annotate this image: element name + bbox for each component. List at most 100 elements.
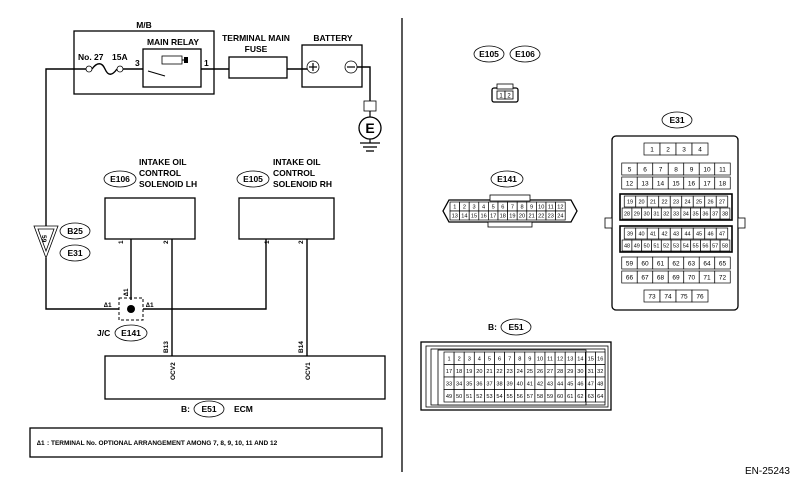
e51-pin: 6 [498,356,501,362]
note-star: ∆1 [37,440,45,447]
e31-pin: 67 [641,274,649,281]
e31-pin: 5 [628,166,632,173]
e31-pin: 65 [719,260,727,267]
e141-pin: 2 [463,205,466,211]
e105-pin-1: 1 [499,94,503,100]
jc-star-right: ∆1 [146,302,154,309]
e141-pin: 12 [557,205,563,211]
e31-pin: 59 [626,260,634,267]
e31-pin: 37 [712,211,718,217]
ecm-signal-ocv2: OCV2 [170,362,177,380]
e51-pin: 21 [486,369,492,375]
e51-pin: 30 [577,369,583,375]
e31-pin: 69 [672,274,680,281]
e31-pin: 3 [682,146,686,153]
e31-pin-cell [714,256,731,270]
ground-label: E [365,120,374,136]
e31-pin: 32 [663,211,669,217]
e31-pin: 2 [666,146,670,153]
e51-pin: 26 [537,369,543,375]
e105-tag [473,45,505,63]
e141-pin: 14 [461,214,467,220]
solenoid-rh-title-1: INTAKE OIL [273,157,321,167]
e31-pin: 50 [644,243,650,249]
ground-connector [363,100,377,112]
e141-pin: 5 [492,205,495,211]
e31-pin: 74 [664,293,672,300]
e31-pin: 48 [624,243,630,249]
e51-pin: 4 [478,356,481,362]
e51-pin: 18 [456,369,462,375]
main-relay-box [142,48,202,88]
harness-tag-e31-text: E31 [67,248,82,258]
e31-pin: 44 [684,231,690,237]
e31-pin: 30 [644,211,650,217]
e31-pin: 52 [663,243,669,249]
e31-tag-text: E31 [669,115,684,125]
e141-pin: 17 [490,214,496,220]
e51-pin: 25 [527,369,533,375]
e31-pin: 64 [703,260,711,267]
ecm-label: ECM [234,404,253,414]
e31-pin: 56 [702,243,708,249]
e31-pin: 66 [626,274,634,281]
e141-pin: 7 [511,205,514,211]
e51-pin: 5 [488,356,491,362]
ecm-tag [193,400,225,418]
e51-pin: 9 [528,356,531,362]
e51-pin: 45 [567,381,573,387]
e31-pin: 54 [683,243,689,249]
jc-star-left: ∆1 [104,302,112,309]
e31-pin: 6 [643,166,647,173]
e31-pin: 7 [659,166,663,173]
e51-pin: 42 [537,381,543,387]
e51-pin-cell [574,389,586,403]
e51-pin: 63 [588,394,594,400]
solenoid-rh-pin-1: 1 [264,240,271,244]
e51-pin: 7 [508,356,511,362]
note-box [29,427,383,458]
e31-connector-body [604,135,746,311]
e141-pin: 19 [509,214,515,220]
e31-pin: 19 [627,199,633,205]
e141-pin: 9 [530,205,533,211]
solenoid-rh-title-3: SOLENOID RH [273,179,332,189]
e31-pin: 63 [688,260,696,267]
ecm-pin-b13: B13 [163,341,170,353]
e51-pin: 15 [588,356,594,362]
e51-pin: 60 [557,394,563,400]
e31-pin: 68 [657,274,665,281]
e31-pin: 43 [673,231,679,237]
e51-pin: 17 [446,369,452,375]
e31-pin: 36 [702,211,708,217]
e51-pin: 48 [597,381,603,387]
e105-pin-2: 2 [507,94,511,100]
e31-pin: 25 [696,199,702,205]
e31-pin: 49 [634,243,640,249]
mb-label: M/B [136,20,152,30]
e141-pin: 11 [548,205,554,211]
e51-pin: 39 [507,381,513,387]
e31-pin: 39 [627,231,633,237]
relay-switch-icon [147,55,188,77]
e51-pin: 41 [527,381,533,387]
solenoid-lh-pin-2: 2 [163,240,170,244]
terminal-main-fuse-box [228,56,288,79]
e31-pin: 21 [650,199,656,205]
e141-pin: 4 [482,205,485,211]
e51-pin: 53 [486,394,492,400]
e51-pin: 13 [567,356,573,362]
e105-tag-text: E105 [479,49,499,59]
harness-tag-e31 [59,244,91,262]
e51-pin: 24 [517,369,523,375]
e31-pin: 41 [650,231,656,237]
e106-tag [509,45,541,63]
e51-pin: 36 [476,381,482,387]
e51-pin: 23 [507,369,513,375]
e141-pin-cell [555,210,566,221]
e31-pin-cell [714,270,731,284]
jc-tag [114,324,148,342]
e51-pin: 16 [597,356,603,362]
